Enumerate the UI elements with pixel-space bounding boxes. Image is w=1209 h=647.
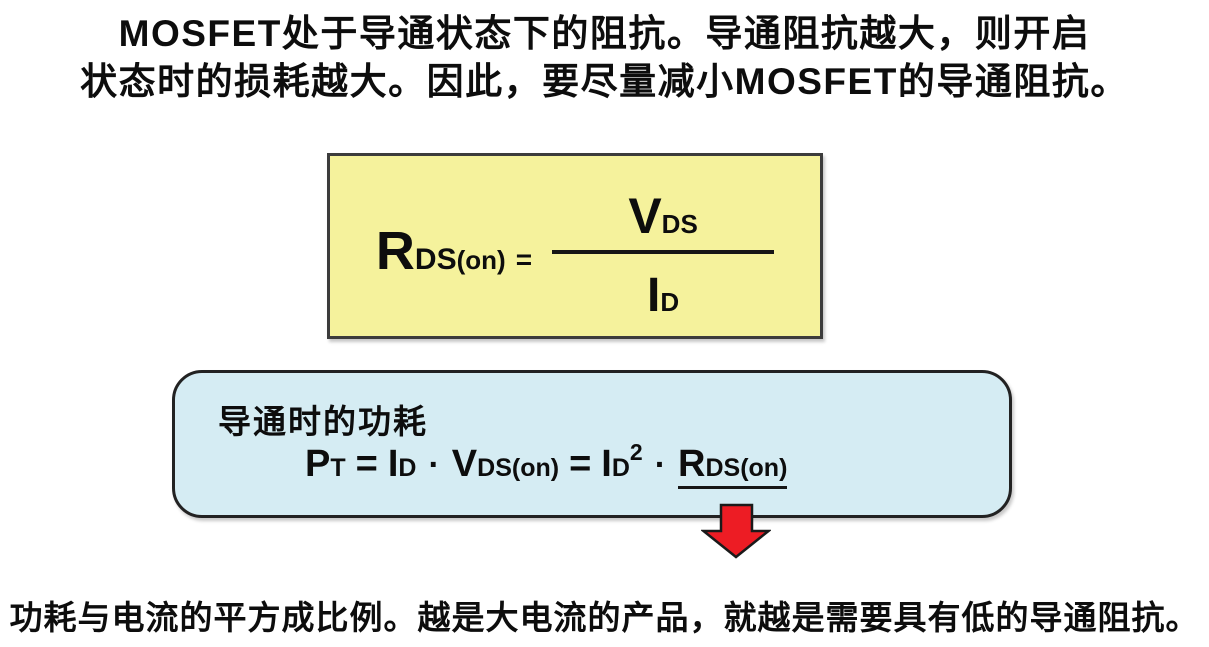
equals-sign-2: = bbox=[569, 443, 592, 485]
rdson-symbol-sub: DS(on) bbox=[705, 454, 788, 482]
power-box-title: 导通时的功耗 bbox=[218, 403, 428, 440]
rds-symbol-sub-ds: DS bbox=[414, 243, 457, 276]
rds-lhs-term: RDS(on) = bbox=[376, 224, 532, 287]
vdson-symbol-main: V bbox=[451, 443, 478, 485]
power-formula: PT=ID·VDS(on)=ID2·RDS(on) bbox=[305, 439, 788, 489]
intro-line-1: MOSFET处于导通状态下的阻抗。导通阻抗越大，则开启 bbox=[118, 13, 1091, 54]
vds-symbol-main: V bbox=[628, 188, 662, 244]
pt-symbol-sub: T bbox=[330, 454, 346, 482]
intro-text: MOSFET处于导通状态下的阻抗。导通阻抗越大，则开启 状态时的损耗越大。因此，… bbox=[0, 10, 1209, 106]
id2-symbol-main: I bbox=[601, 443, 612, 485]
rdson-underlined-term: RDS(on) bbox=[678, 443, 788, 489]
id1-symbol-main: I bbox=[387, 443, 399, 485]
rdson-symbol-main: R bbox=[678, 443, 706, 485]
rds-symbol-main: R bbox=[375, 221, 415, 281]
id-symbol-sub: D bbox=[660, 287, 680, 317]
power-dissipation-box: 导通时的功耗 PT=ID·VDS(on)=ID2·RDS(on) bbox=[172, 370, 1012, 518]
intro-line-2: 状态时的损耗越大。因此，要尽量减小MOSFET的导通阻抗。 bbox=[80, 61, 1129, 102]
multiply-dot-2: · bbox=[654, 446, 667, 484]
id-symbol-main: I bbox=[647, 269, 661, 322]
vds-symbol-sub: DS bbox=[661, 209, 698, 239]
pt-symbol-main: P bbox=[305, 443, 331, 485]
fraction-bar bbox=[552, 250, 775, 254]
rds-equals-sign: = bbox=[515, 244, 533, 275]
id2-symbol-sub: D bbox=[611, 454, 630, 482]
down-arrow-icon bbox=[701, 503, 771, 559]
id2-squared-exponent: 2 bbox=[629, 439, 643, 465]
fraction-denominator: ID bbox=[552, 272, 774, 324]
id1-symbol-sub: D bbox=[398, 454, 417, 482]
rds-symbol-sub-on: (on) bbox=[456, 245, 506, 275]
fraction-numerator: VDS bbox=[552, 191, 774, 248]
conclusion-text: 功耗与电流的平方成比例。越是大电流的产品，就越是需要具有低的导通阻抗。 bbox=[9, 599, 1200, 636]
vds-over-id-fraction: VDS ID bbox=[552, 191, 775, 324]
rds-formula-box: RDS(on)= VDS ID bbox=[327, 153, 823, 339]
vdson-symbol-sub: DS(on) bbox=[477, 454, 560, 482]
multiply-dot-1: · bbox=[428, 446, 440, 484]
equals-sign-1: = bbox=[355, 443, 378, 485]
